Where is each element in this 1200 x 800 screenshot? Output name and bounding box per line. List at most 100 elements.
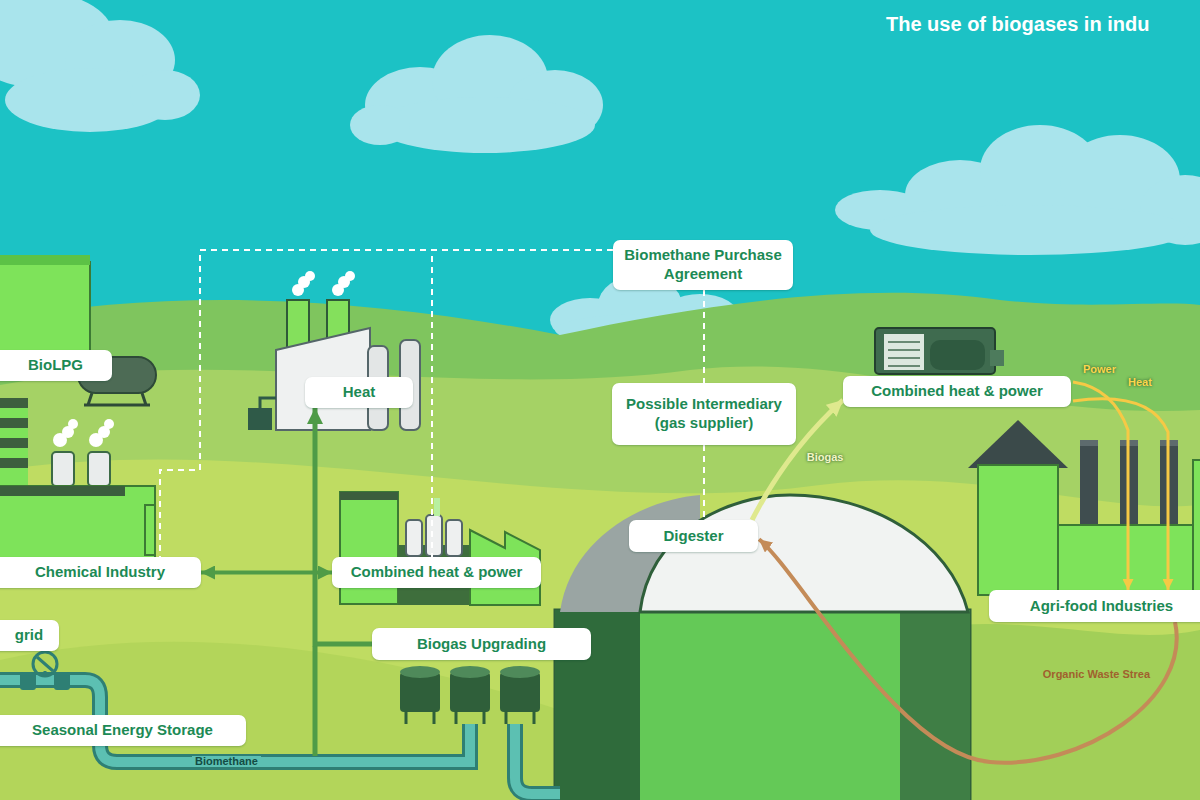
cloud [130, 70, 200, 120]
chp-factory [434, 498, 440, 516]
heat-factory [260, 398, 276, 408]
node-text: Heat [343, 383, 376, 402]
chemical-plant [145, 505, 155, 555]
heat-factory [305, 271, 315, 281]
label-box: grid [0, 620, 59, 651]
heat-factory [248, 408, 272, 430]
cloud [350, 105, 410, 145]
node-text: Biogas Upgrading [417, 635, 546, 654]
upgrading-tanks [406, 712, 534, 724]
lpg-tank [84, 393, 150, 405]
heat-factory [287, 300, 309, 348]
cloud [870, 205, 1190, 255]
chp-factory [340, 492, 540, 605]
dashed-connector [703, 445, 705, 520]
heat-factory [248, 271, 420, 430]
agri-food-plant [968, 420, 1200, 595]
upgrading-tanks [400, 666, 540, 724]
chp-generator [875, 328, 995, 374]
edge-label: Organic Waste Strea [1043, 668, 1150, 681]
chemical-plant [0, 408, 28, 418]
agri-food-plant [968, 420, 1068, 468]
node-text: Digester [663, 527, 723, 546]
gas-pipe [515, 724, 560, 794]
chp-factory [340, 492, 398, 500]
chp-generator [875, 328, 1004, 374]
node-text: Combined heat & power [351, 563, 523, 582]
chemical-plant [0, 255, 155, 558]
chp-generator [884, 334, 924, 370]
node-text: Possible Intermediary (gas supplier) [621, 395, 787, 433]
chemical-plant [0, 438, 28, 448]
node-text: BioLPG [28, 356, 83, 375]
label-box: Digester [629, 520, 758, 552]
chemical-plant [0, 418, 28, 428]
dashed-connector [703, 290, 705, 383]
digester-tank [555, 610, 970, 800]
diagram-title: The use of biogases in indu [886, 13, 1149, 36]
chemical-plant [0, 486, 125, 496]
agri-food-plant [1080, 440, 1098, 530]
dashed-connector [432, 250, 613, 557]
chp-generator [990, 350, 1004, 366]
chemical-plant [88, 452, 110, 486]
flow-arrow [201, 571, 332, 575]
chemical-plant [0, 468, 28, 486]
cloud [0, 0, 200, 132]
label-box: Combined heat & power [332, 557, 541, 588]
chemical-plant [0, 262, 90, 354]
node-text: Chemical Industry [35, 563, 165, 582]
chemical-plant [104, 419, 114, 429]
agri-food-plant [978, 465, 1058, 595]
grid-valve [54, 672, 70, 690]
upgrading-tanks [450, 666, 490, 678]
label-box: BioLPG [0, 350, 112, 381]
edge-label: Heat [1128, 376, 1152, 389]
dashed-connector [160, 250, 613, 557]
chp-generator [930, 340, 985, 370]
chemical-plant [0, 428, 28, 438]
agri-food-plant [1080, 440, 1098, 446]
upgrading-tanks [500, 666, 540, 678]
edge-label: Biogas [807, 451, 844, 464]
label-box: Possible Intermediary (gas supplier) [612, 383, 796, 445]
label-box: Heat [305, 377, 413, 408]
label-box: Combined heat & power [843, 376, 1071, 407]
grid-valve [20, 652, 70, 690]
chemical-plant [0, 255, 90, 265]
heat-factory [345, 271, 355, 281]
chemical-plant [0, 448, 28, 458]
node-text: Agri-food Industries [1030, 597, 1173, 616]
node-text: Combined heat & power [871, 382, 1043, 401]
upgrading-tanks [400, 666, 440, 678]
flow-arrow [1073, 382, 1128, 590]
agri-food-plant [1193, 460, 1200, 595]
cloud [350, 35, 603, 153]
chp-factory [406, 520, 422, 556]
gas-pipe [515, 724, 560, 794]
label-box: Seasonal Energy Storage [0, 715, 246, 746]
gas-pipe [313, 646, 318, 756]
label-box: Agri-food Industries [989, 590, 1200, 622]
grid-valve [20, 672, 36, 690]
chemical-plant [0, 458, 28, 468]
node-text: grid [15, 626, 43, 645]
edge-label: Power [1083, 363, 1116, 376]
chemical-plant [0, 486, 155, 558]
node-text: Seasonal Energy Storage [32, 721, 213, 740]
grid-valve [33, 652, 57, 676]
chemical-plant [52, 452, 74, 486]
label-box: Biomethane Purchase Agreement [613, 240, 793, 290]
flow-arrow [315, 408, 372, 644]
chemical-plant [68, 419, 78, 429]
chp-factory [446, 520, 462, 556]
grid-valve [37, 657, 53, 676]
label-box: Biogas Upgrading [372, 628, 591, 660]
digester-tank [900, 610, 970, 800]
cloud [835, 125, 1200, 255]
chp-generator [888, 342, 920, 366]
chp-factory [426, 515, 442, 556]
flow-arrow [759, 539, 1177, 762]
label-box: Chemical Industry [0, 557, 201, 588]
